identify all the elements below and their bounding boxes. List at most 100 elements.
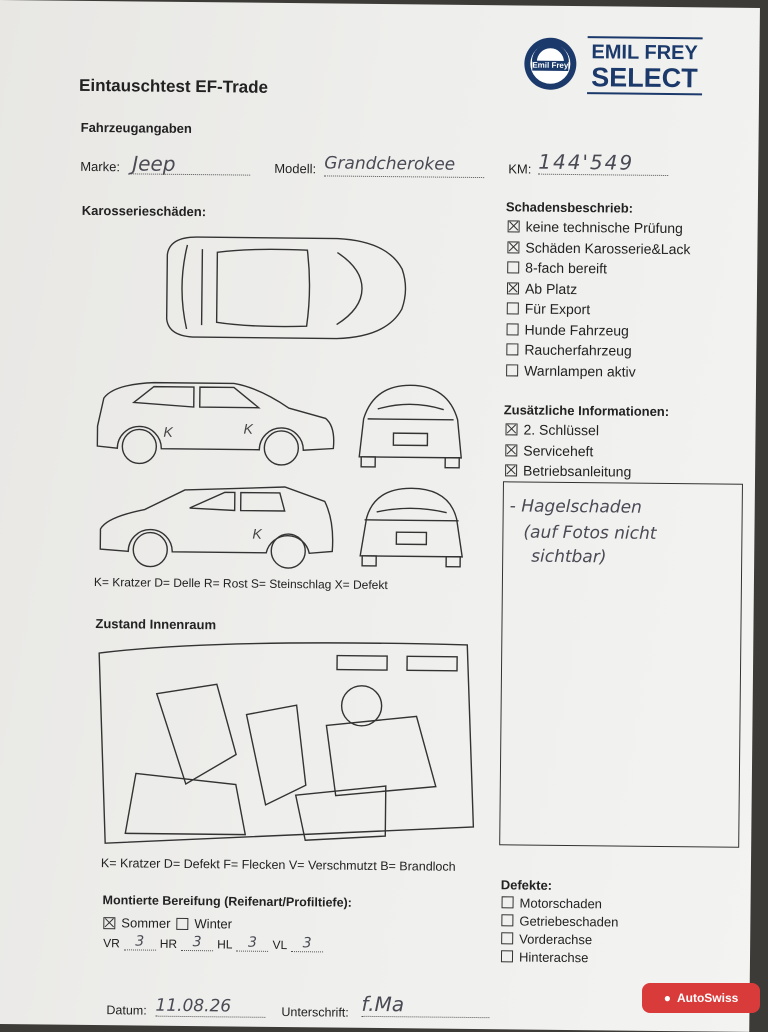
vr-label: VR [103, 936, 120, 951]
tires-title: Montierte Bereifung (Reifenart/Profiltie… [102, 893, 352, 910]
checkbox-label: Hunde Fahrzeug [524, 321, 629, 339]
defects-title: Defekte: [500, 877, 553, 893]
checkbox-item[interactable]: Serviceheft [505, 440, 631, 462]
hr-label: HR [159, 936, 178, 951]
brand-line-2: SELECT [591, 62, 698, 94]
checkbox-label: Serviceheft [523, 442, 594, 459]
checkbox-label: 2. Schlüssel [523, 421, 600, 439]
defects-list: Motorschaden Getriebeschaden Vorderachse… [500, 893, 619, 966]
km-label: KM: [508, 161, 532, 177]
summer-checkbox[interactable] [103, 916, 116, 929]
winter-label: Winter [194, 916, 233, 932]
checkbox-item[interactable]: Für Export [506, 298, 690, 320]
hr-value: 3 [181, 933, 214, 952]
checkbox-label: Raucherfahrzeug [524, 341, 632, 359]
vl-label: VL [272, 937, 288, 953]
checkbox[interactable] [505, 464, 518, 477]
checkbox-label: Motorschaden [519, 894, 603, 911]
interior-title: Zustand Innenraum [95, 616, 217, 633]
checkbox-label: Getriebeschaden [519, 912, 619, 930]
checkbox[interactable] [506, 343, 519, 356]
model-label: Modell: [274, 160, 317, 177]
checkbox[interactable] [507, 261, 520, 274]
checkbox-item[interactable]: Schäden Karosserie&Lack [507, 237, 691, 259]
car-interior-drawing [98, 642, 475, 844]
make-label: Marke: [80, 158, 121, 175]
car-front-drawing [358, 384, 463, 469]
checkbox-label: Schäden Karosserie&Lack [525, 239, 691, 257]
tire-type-row: Sommer Winter [103, 915, 232, 931]
signature-label: Unterschrift: [281, 1005, 349, 1020]
brand-wordmark: EMIL FREY SELECT [587, 36, 703, 96]
hl-value: 3 [236, 934, 269, 952]
km-line: 144'549 [538, 149, 669, 177]
checkbox-item[interactable]: Hinterachse [500, 947, 618, 966]
make-line: Jeep [128, 151, 251, 176]
model-line: Grandcherokee [324, 153, 485, 179]
checkbox-item[interactable]: Ab Platz [506, 278, 690, 300]
notes-box[interactable]: - Hagelschaden (auf Fotos nicht sichtbar… [499, 481, 743, 848]
signature-value[interactable]: f.Ma [361, 991, 490, 1019]
checkbox-label: 8-fach bereift [525, 259, 608, 277]
checkbox-item[interactable]: Getriebeschaden [501, 911, 618, 930]
car-rear-drawing [359, 487, 464, 568]
checkbox[interactable] [501, 914, 514, 927]
damage-mark-k: K [163, 424, 173, 440]
checkbox[interactable] [500, 950, 514, 963]
checkbox-item[interactable]: Vorderachse [501, 929, 618, 948]
additional-info-list: 2. Schlüssel Serviceheft Betriebsanleitu… [505, 419, 632, 482]
body-damage-title: Karosserieschäden: [81, 202, 207, 220]
additional-info-title: Zusätzliche Informationen: [503, 402, 670, 420]
date-label: Datum: [106, 1003, 147, 1018]
checkbox-label: keine technische Prüfung [525, 218, 683, 237]
checkbox[interactable] [506, 302, 519, 315]
notes-line-1: - Hagelschaden [509, 496, 642, 518]
checkbox[interactable] [506, 323, 519, 336]
checkbox-item[interactable]: keine technische Prüfung [507, 216, 691, 238]
document-title: Eintauschtest EF-Trade [79, 75, 269, 97]
winter-checkbox[interactable] [176, 917, 189, 930]
damage-mark-k: K [243, 421, 253, 437]
autoswiss-watermark: ● AutoSwiss [642, 983, 760, 1013]
interior-legend: K= Kratzer D= Defekt F= Flecken V= Versc… [100, 856, 456, 874]
watermark-label: AutoSwiss [676, 991, 739, 1005]
checkbox[interactable] [506, 282, 520, 295]
checkbox-label: Für Export [524, 300, 591, 318]
checkbox-item[interactable]: Betriebsanleitung [505, 460, 631, 482]
summer-label: Sommer [121, 915, 171, 931]
checkbox-label: Betriebsanleitung [523, 462, 632, 480]
emil-frey-seal-logo [522, 35, 579, 97]
checkbox-label: Vorderachse [519, 930, 593, 947]
checkbox[interactable] [505, 444, 518, 457]
checkbox-label: Hinterachse [518, 948, 589, 965]
checkbox[interactable] [506, 364, 519, 377]
hl-label: HL [217, 937, 233, 952]
car-side-left-drawing: K [99, 486, 334, 569]
car-side-right-drawing: K K [96, 381, 335, 466]
checkbox[interactable] [505, 423, 518, 436]
date-value[interactable]: 11.08.26 [155, 995, 266, 1018]
damage-description-list: keine technische Prüfung Schäden Karosse… [506, 216, 691, 382]
vehicle-section-title: Fahrzeugangaben [80, 119, 192, 137]
vl-value: 3 [291, 935, 324, 953]
checkbox-item[interactable]: 8-fach bereift [507, 257, 690, 279]
notes-line-2: (auf Fotos nicht [523, 522, 657, 544]
checkbox-item[interactable]: Warnlampen aktiv [506, 360, 689, 382]
checkbox-item[interactable]: Raucherfahrzeug [506, 339, 689, 361]
km-value: 144'549 [538, 149, 635, 175]
checkbox[interactable] [507, 241, 520, 254]
checkbox[interactable] [507, 220, 520, 233]
checkbox-item[interactable]: 2. Schlüssel [505, 419, 631, 441]
checkbox[interactable] [501, 932, 514, 945]
damage-mark-k: K [252, 526, 262, 542]
vr-value: 3 [123, 933, 156, 951]
checkbox-item[interactable]: Hunde Fahrzeug [506, 319, 689, 341]
notes-line-3: sichtbar) [531, 546, 607, 568]
checkbox-item[interactable]: Motorschaden [501, 893, 618, 912]
checkbox-label: Ab Platz [524, 280, 578, 297]
checkbox[interactable] [501, 896, 514, 909]
model-value: Grandcherokee [324, 153, 456, 175]
make-value: Jeep [132, 151, 176, 176]
